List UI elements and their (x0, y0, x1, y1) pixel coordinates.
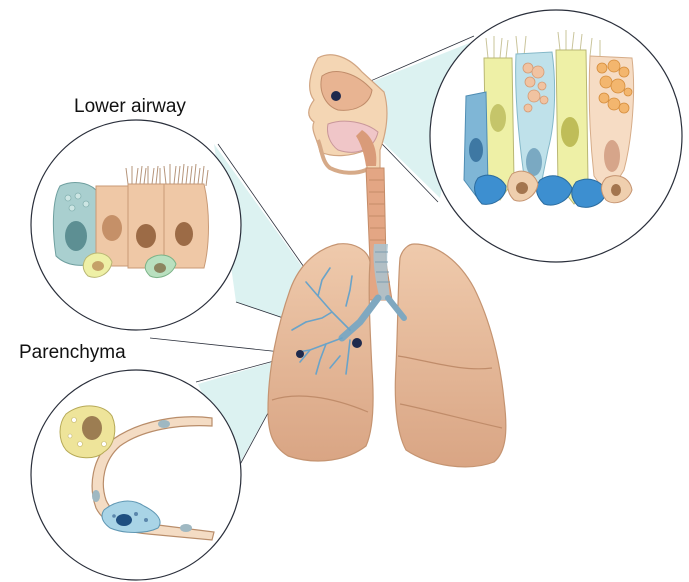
type-1-pneumocyte-nucleus (180, 524, 192, 532)
head-nasal-cavity (309, 55, 387, 186)
lower-airway-marker (352, 338, 362, 348)
lower-airway-callout (31, 120, 241, 330)
upper-airway-marker (331, 91, 341, 101)
upper-airway-callout (430, 10, 682, 262)
parenchyma-callout (31, 370, 241, 580)
parenchyma-marker (296, 350, 304, 358)
type-1-pneumocyte-nucleus (158, 420, 170, 428)
type-1-pneumocyte-nucleus (92, 490, 100, 502)
lower-airway-label: Lower airway (74, 96, 186, 118)
parenchyma-label: Parenchyma (19, 342, 126, 364)
right-lung (395, 244, 506, 467)
